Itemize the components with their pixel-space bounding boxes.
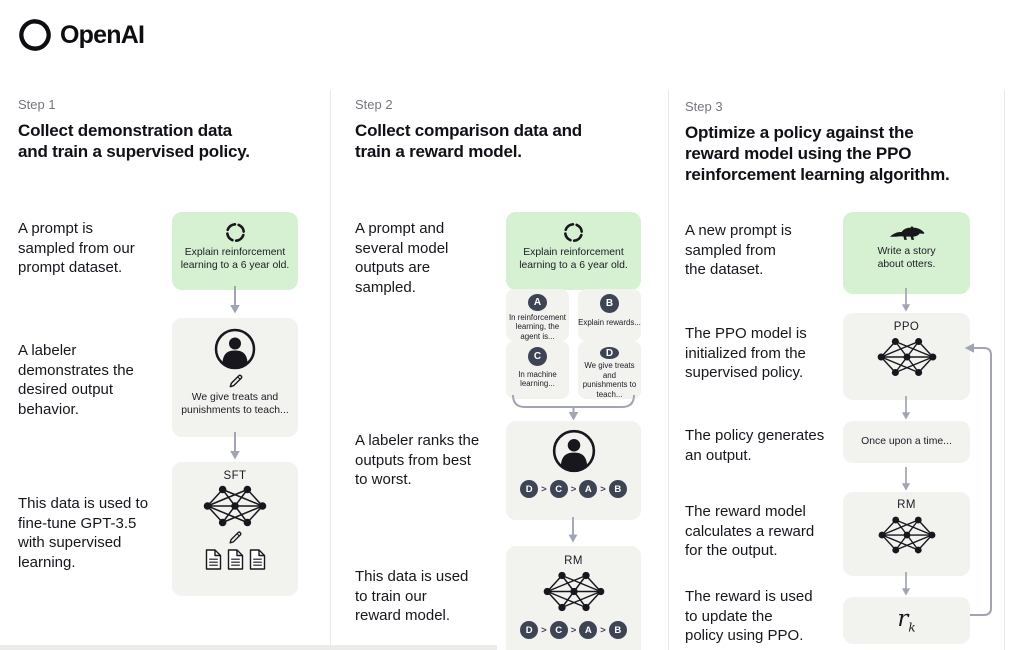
step2-labeler-box: D > C > A > B — [506, 421, 641, 520]
sft-label: SFT — [223, 470, 247, 482]
arrow-down-icon — [229, 432, 241, 460]
gt-symbol: > — [600, 483, 606, 495]
document-icon — [249, 549, 266, 570]
step1-text-finetune: This data is used to fine-tune GPT-3.5 w… — [18, 495, 149, 571]
openai-wordmark: OpenAI — [60, 20, 145, 49]
cycle-icon — [224, 221, 247, 244]
step3-rm-box: RM — [843, 492, 970, 576]
step1-prompt-text: Explain reinforcement learning to a 6 ye… — [180, 247, 290, 271]
step2-label: Step 2 — [355, 97, 393, 112]
step3-output-text: Once upon a time... — [861, 435, 952, 447]
output-c-text: In machine learning... — [518, 370, 557, 389]
step3-text-prompt: A new prompt is sampled from the dataset… — [685, 222, 792, 278]
output-c-chip: C — [528, 347, 547, 366]
gt-symbol: > — [600, 624, 606, 636]
ppo-label: PPO — [893, 321, 920, 333]
output-c-box: C In machine learning... — [506, 341, 569, 399]
rank-chip: C — [549, 480, 568, 498]
pencil-icon — [227, 530, 243, 546]
document-icon — [205, 549, 222, 570]
gt-symbol: > — [570, 624, 577, 636]
network-icon — [202, 484, 268, 528]
step3-ppo-box: PPO — [843, 313, 970, 400]
person-icon — [213, 327, 257, 371]
arrow-down-icon — [229, 286, 241, 314]
output-d-text: We give treats and punishments to teach.… — [582, 361, 637, 399]
openai-logo[interactable]: OpenAI — [18, 18, 145, 52]
column-divider — [668, 90, 669, 650]
step2-prompt-box: Explain reinforcement learning to a 6 ye… — [506, 212, 641, 290]
step2-text-rank: A labeler ranks the outputs from best to… — [355, 432, 480, 488]
step2-text-train: This data is used to train our reward mo… — [355, 568, 469, 624]
otter-icon — [889, 223, 925, 243]
column-divider — [1004, 90, 1005, 650]
step1-labeler-text: We give treats and punishments to teach.… — [181, 392, 289, 416]
step3-prompt-text: Write a story about otters. — [877, 246, 936, 270]
arrow-down-icon — [900, 396, 912, 420]
arrow-down-icon — [900, 288, 912, 312]
network-icon — [876, 336, 938, 378]
step3-label: Step 3 — [685, 99, 723, 114]
step3-prompt-box: Write a story about otters. — [843, 212, 970, 294]
ranking-row: D > C > A > B — [520, 480, 627, 498]
document-icon — [227, 549, 244, 570]
output-a-text: In reinforcement learning, the agent is.… — [508, 312, 566, 341]
output-b-box: B Explain rewards... — [578, 289, 641, 341]
documents-icon — [205, 549, 266, 570]
network-icon — [542, 570, 606, 613]
step1-label: Step 1 — [18, 97, 56, 112]
ranking-row: D > C > A > B — [520, 621, 627, 639]
step1-text-labeler: A labeler demonstrates the desired outpu… — [18, 342, 134, 418]
output-a-box: A In reinforcement learning, the agent i… — [506, 289, 569, 341]
output-b-chip: B — [600, 294, 619, 313]
arrow-down-icon — [567, 517, 579, 543]
gt-symbol: > — [541, 624, 547, 636]
step1-title: Collect demonstration data and train a s… — [18, 121, 250, 161]
gt-symbol: > — [570, 483, 577, 495]
feedback-loop-arrow — [964, 343, 992, 616]
step3-text-output: The policy generates an output. — [685, 427, 825, 464]
rank-chip: A — [579, 480, 598, 498]
rank-chip: D — [520, 621, 539, 639]
step1-sft-box: SFT — [172, 462, 298, 596]
openai-logo-icon — [18, 18, 52, 52]
step2-text-prompt: A prompt and several model outputs are s… — [355, 220, 449, 296]
rank-chip: B — [608, 480, 627, 498]
rank-chip: A — [579, 621, 598, 639]
rank-chip: C — [549, 621, 568, 639]
network-icon — [877, 514, 937, 556]
reward-value: rk — [897, 606, 915, 635]
step1-prompt-box: Explain reinforcement learning to a 6 ye… — [172, 212, 298, 290]
output-d-box: D We give treats and punishments to teac… — [578, 341, 641, 399]
step1-labeler-box: We give treats and punishments to teach.… — [172, 318, 298, 437]
arrow-down-icon — [900, 572, 912, 596]
rm-label: RM — [897, 499, 916, 511]
converge-bracket-arrow — [512, 395, 635, 421]
bottom-edge-band — [0, 645, 497, 650]
column-divider — [330, 90, 331, 650]
step2-rm-box: RM D > C > A > B — [506, 546, 641, 650]
person-icon — [551, 428, 597, 474]
gt-symbol: > — [541, 483, 547, 495]
rank-chip: B — [608, 621, 627, 639]
arrow-down-icon — [900, 467, 912, 491]
rm-label: RM — [564, 555, 583, 567]
step3-output-box: Once upon a time... — [843, 421, 970, 463]
step3-text-ppo: The PPO model is initialized from the su… — [685, 325, 807, 381]
step2-title: Collect comparison data and train a rewa… — [355, 121, 582, 161]
step3-reward-box: rk — [843, 597, 970, 644]
output-a-chip: A — [528, 294, 547, 311]
step3-text-reward: The reward model calculates a reward for… — [685, 503, 815, 559]
reward-subscript: k — [908, 620, 916, 635]
rank-chip: D — [520, 480, 539, 498]
output-b-text: Explain rewards... — [578, 318, 641, 327]
step2-prompt-text: Explain reinforcement learning to a 6 ye… — [519, 247, 628, 271]
reward-var: r — [897, 606, 909, 633]
step3-text-update: The reward is used to update the policy … — [685, 588, 813, 644]
cycle-icon — [562, 221, 585, 244]
step3-title: Optimize a policy against the reward mod… — [685, 123, 950, 184]
pencil-icon — [227, 373, 244, 390]
output-d-chip: D — [600, 347, 619, 360]
step1-text-prompt: A prompt is sampled from our prompt data… — [18, 220, 135, 276]
